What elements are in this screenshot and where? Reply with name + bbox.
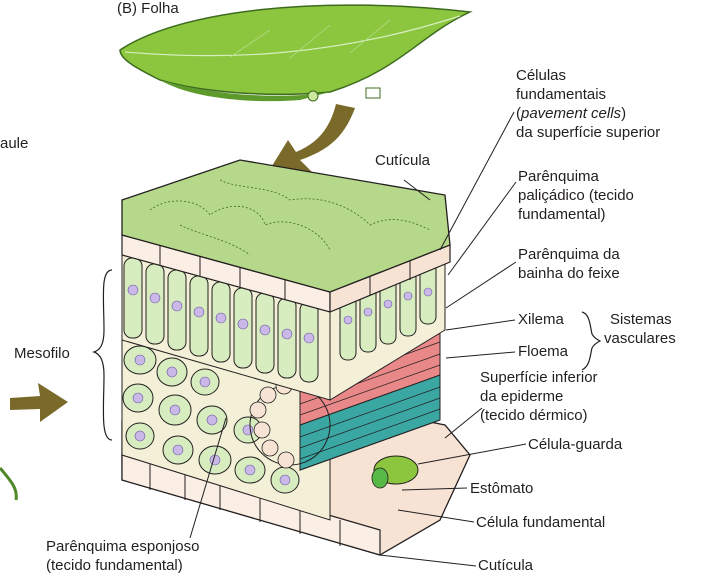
left-stem-fragment	[0, 468, 16, 500]
estomato-label: Estômato	[470, 480, 533, 498]
leaf-illustration	[120, 5, 470, 101]
panel-title: (B) Folha	[117, 0, 179, 18]
palisade-label-2: paliçádico (tecido	[518, 187, 634, 205]
palisade-label-1: Parênquima	[518, 168, 599, 186]
palisade-label-3: fundamental)	[518, 206, 606, 224]
sistemas-label-1: Sistemas	[610, 311, 672, 329]
paren-close: )	[621, 105, 626, 122]
spongy-label-2: (tecido fundamental)	[46, 557, 183, 575]
caule-label: aule	[0, 135, 28, 153]
pavement-label-4: da superfície superior	[516, 124, 660, 142]
sheath-label-1: Parênquima da	[518, 246, 620, 264]
pavement-italic: pavement cells	[521, 105, 621, 122]
guard-cell-label: Célula-guarda	[528, 436, 622, 454]
tissue-block	[122, 160, 470, 555]
lower-epi-label-3: (tecido dérmico)	[480, 407, 588, 425]
lower-epi-label-2: da epiderme	[480, 388, 563, 406]
lower-epi-label-1: Superfície inferior	[480, 369, 598, 387]
xilema-label: Xilema	[518, 311, 564, 329]
pavement-label-1: Células	[516, 67, 566, 85]
sistemas-label-2: vasculares	[604, 330, 676, 348]
pavement-label-3: (pavement cells)	[516, 105, 626, 123]
ground-cell-label: Célula fundamental	[476, 514, 605, 532]
left-arrow	[10, 383, 68, 422]
spongy-label-1: Parênquima esponjoso	[46, 538, 199, 556]
sistemas-brace	[582, 312, 600, 370]
pavement-label-2: fundamentais	[516, 86, 606, 104]
mesofilo-label: Mesofilo	[14, 345, 70, 363]
cuticula-bottom-label: Cutícula	[478, 557, 533, 575]
floema-label: Floema	[518, 343, 568, 361]
mesofilo-brace	[94, 270, 112, 440]
cuticula-top-label: Cutícula	[375, 152, 430, 170]
sheath-label-2: bainha do feixe	[518, 265, 620, 283]
